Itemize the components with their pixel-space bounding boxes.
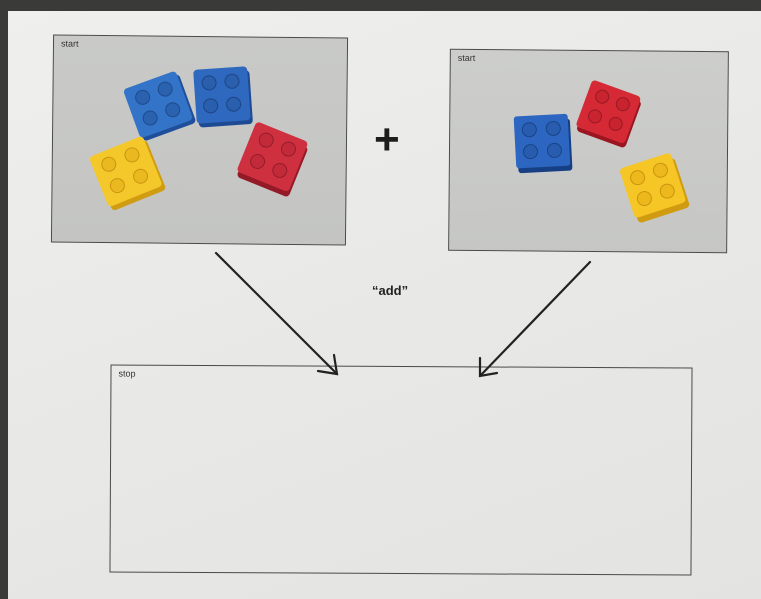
arrow-left-head	[316, 353, 339, 376]
plus-sign: +	[374, 115, 400, 164]
arrow-left	[214, 251, 339, 376]
arrow-right	[478, 260, 592, 378]
red-brick-1	[237, 122, 308, 197]
red-brick-2	[576, 80, 641, 148]
yellow-brick-1	[89, 136, 166, 211]
blue-brick-3	[513, 113, 573, 174]
yellow-brick-2	[620, 153, 690, 223]
blue-brick-1	[123, 71, 196, 141]
add-label: “add”	[372, 283, 409, 298]
arrow-right-head	[478, 356, 499, 378]
blue-brick-2	[193, 66, 253, 128]
